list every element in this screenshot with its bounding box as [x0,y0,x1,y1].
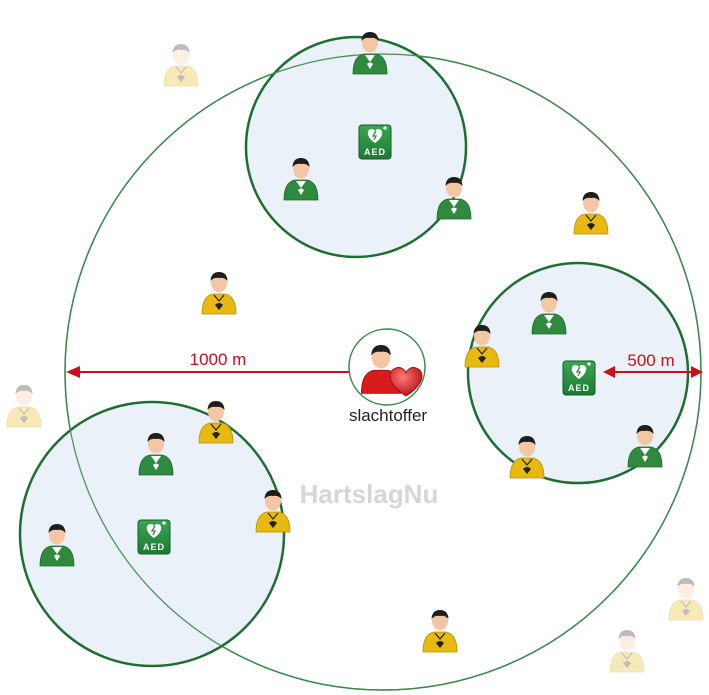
victim-marker [348,328,426,406]
distance-arrow-1000m [66,366,350,378]
distance-label-1000m: 1000 m [190,350,247,369]
aed-device-icon: AED [137,519,171,555]
svg-text:AED: AED [364,147,386,157]
distance-arrow-500m [603,366,703,378]
person-yellow-icon [422,609,458,653]
heart-icon [389,367,423,397]
person-yellow-icon [6,384,42,428]
distance-label-500m: 500 m [627,351,674,370]
person-yellow-icon [609,629,645,673]
svg-text:AED: AED [568,383,590,393]
person-yellow-icon [573,191,609,235]
victim-label: slachtoffer [349,406,427,425]
svg-text:AED: AED [143,542,165,552]
person-yellow-icon [163,43,199,87]
person-yellow-icon [668,577,704,621]
watermark: HartslagNu [300,479,439,509]
person-yellow-icon [201,271,237,315]
aed-device-icon: AED [358,124,392,160]
aed-device-icon: AED [562,360,596,396]
aed-zone-top [244,35,468,259]
